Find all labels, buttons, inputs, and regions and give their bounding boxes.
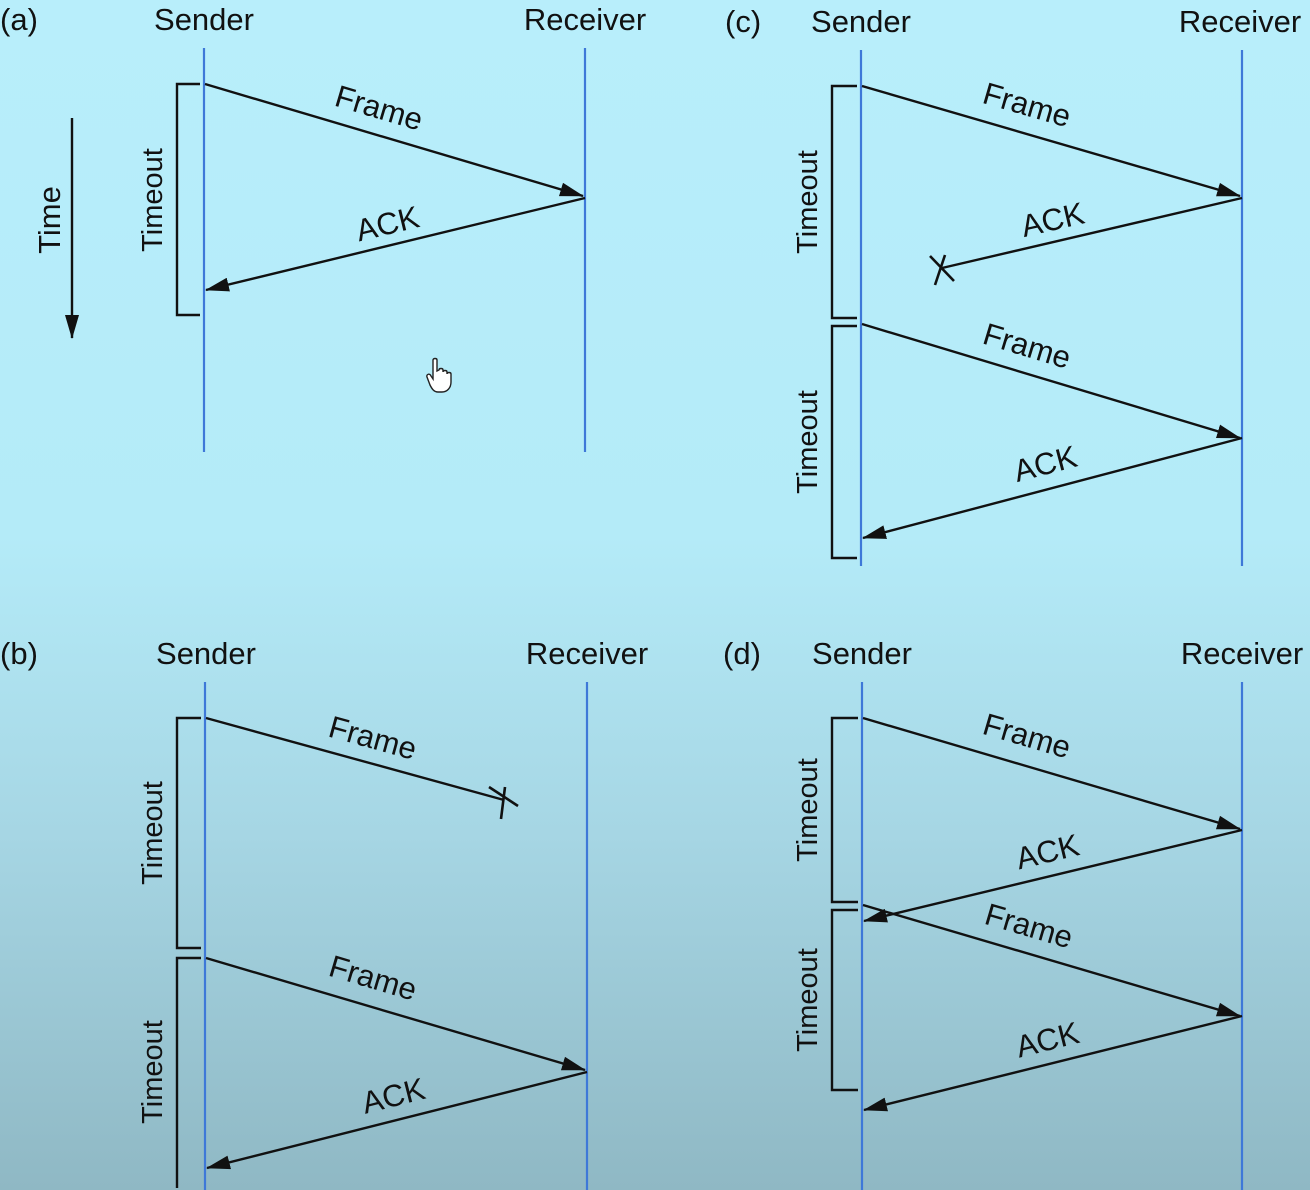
sender-header: Sender xyxy=(154,2,254,37)
ack-label: ACK xyxy=(1012,827,1082,876)
timeout-bracket xyxy=(830,84,857,320)
receiver-header: Receiver xyxy=(524,2,646,37)
panel-letter: (d) xyxy=(723,636,761,671)
lost-frame-arrow xyxy=(205,716,505,802)
frame-arrow xyxy=(205,956,586,1072)
frame-label: Frame xyxy=(325,709,421,767)
panel-a: (a) Sender Receiver Timeout Frame ACK xyxy=(0,2,646,452)
lost-x-icon xyxy=(488,785,519,820)
timeout-label: Timeout xyxy=(792,948,824,1052)
timeout-bracket xyxy=(175,956,201,1188)
frame-label: Frame xyxy=(331,78,427,137)
timeout-bracket xyxy=(830,716,858,904)
timeout-bracket xyxy=(175,82,200,317)
sender-header: Sender xyxy=(156,636,256,671)
frame-arrow xyxy=(204,82,584,198)
panel-letter: (c) xyxy=(725,4,761,39)
timeout-label: Timeout xyxy=(792,150,824,254)
lost-x-icon xyxy=(929,254,955,286)
receiver-header: Receiver xyxy=(1181,636,1303,671)
receiver-header: Receiver xyxy=(1179,4,1301,39)
timeout-label: Timeout xyxy=(137,1020,169,1124)
ack-arrow xyxy=(863,1014,1243,1112)
panel-c: (c) Sender Receiver Timeout Timeout Fram… xyxy=(725,4,1301,566)
timeout-bracket xyxy=(175,716,201,950)
hand-cursor-icon xyxy=(426,357,452,393)
frame-arrow xyxy=(862,903,1241,1018)
ack-arrow xyxy=(862,436,1243,540)
lost-ack-arrow xyxy=(941,196,1243,270)
frame-label: Frame xyxy=(981,896,1077,955)
ack-label: ACK xyxy=(1010,439,1081,489)
time-axis-label: Time xyxy=(32,186,67,254)
receiver-header: Receiver xyxy=(526,636,648,671)
ack-arrow xyxy=(863,828,1243,923)
timeout-label: Timeout xyxy=(792,758,824,862)
timeout-bracket xyxy=(830,908,858,1092)
ack-arrow xyxy=(205,196,586,292)
ack-label: ACK xyxy=(358,1071,429,1121)
timeout-label: Timeout xyxy=(137,781,169,885)
panel-letter: (b) xyxy=(0,636,38,671)
panel-letter: (a) xyxy=(0,2,38,37)
sender-header: Sender xyxy=(812,636,912,671)
timeout-label: Timeout xyxy=(137,148,169,252)
panel-d: (d) Sender Receiver Timeout Timeout Fram… xyxy=(723,636,1303,1190)
frame-arrow xyxy=(861,84,1241,198)
frame-arrow xyxy=(861,322,1241,440)
ack-arrow xyxy=(206,1070,588,1170)
timeout-label: Timeout xyxy=(792,390,824,494)
time-axis: Time xyxy=(32,118,79,339)
frame-label: Frame xyxy=(979,316,1075,375)
frame-arrow xyxy=(862,716,1241,831)
sender-header: Sender xyxy=(811,4,911,39)
panel-b: (b) Sender Receiver Timeout Timeout Fram… xyxy=(0,636,648,1190)
timeout-bracket xyxy=(830,324,857,560)
